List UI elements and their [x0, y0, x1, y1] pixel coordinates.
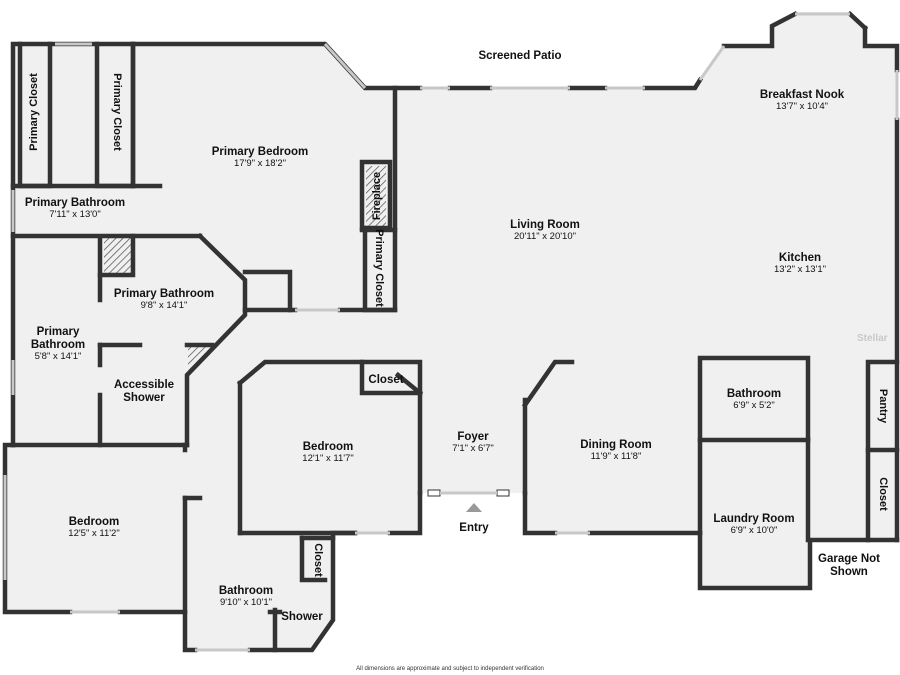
room-laundry-room: Laundry Room 6'9" x 10'0" [713, 513, 795, 537]
primary-closet-label-1: Primary Closet [28, 73, 40, 151]
disclaimer: All dimensions are approximate and subje… [356, 666, 544, 672]
room-accessible-shower: Accessible Shower [113, 379, 175, 405]
room-bedroom-left: Bedroom 12'5" x 11'2" [68, 516, 120, 540]
entry-door [427, 489, 510, 512]
room-kitchen: Kitchen 13'2" x 13'1" [773, 252, 827, 276]
room-bathroom-right: Bathroom 6'9" x 5'2" [726, 388, 782, 412]
room-primary-bedroom: Primary Bedroom 17'9" x 18'2" [211, 146, 309, 170]
primary-closet-label-3: Primary Closet [373, 229, 385, 307]
pantry-label: Pantry [877, 388, 889, 424]
closet-bedroom-label: Closet [368, 374, 404, 386]
walls [2, 10, 900, 653]
room-dining-room: Dining Room 11'9" x 11'8" [580, 439, 652, 463]
room-bathroom-bottom: Bathroom 9'10" x 10'1" [218, 585, 274, 609]
watermark: Stellar [857, 333, 888, 344]
closet-bath-label: Closet [312, 543, 324, 577]
room-primary-bathroom-top: Primary Bathroom 7'11" x 13'0" [24, 197, 126, 221]
floor-fill [5, 12, 897, 650]
windows [3, 12, 899, 652]
fireplace-label: Fireplace [371, 171, 383, 221]
room-screened-patio: Screened Patio [478, 50, 562, 62]
room-bedroom-center: Bedroom 12'1" x 11'7" [302, 441, 354, 465]
closet-right-label: Closet [877, 477, 889, 511]
room-primary-bathroom-mid: Primary Bathroom 9'8" x 14'1" [113, 288, 215, 312]
entry-arrow-icon [466, 503, 482, 512]
garage-note: Garage Not Shown [818, 553, 880, 579]
fireplace-hatch [366, 166, 386, 228]
room-breakfast-nook: Breakfast Nook 13'7" x 10'4" [759, 89, 845, 113]
room-shower: Shower [281, 611, 323, 623]
primary-closet-label-2: Primary Closet [111, 73, 123, 151]
room-living-room: Living Room 20'11" x 20'10" [510, 219, 580, 243]
room-foyer: Foyer 7'1" x 6'7" [452, 431, 494, 455]
room-primary-bathroom-left: Primary Bathroom 5'8" x 14'1" [30, 326, 86, 363]
entry-label: Entry [459, 522, 489, 534]
chase-hatch-1 [104, 238, 132, 273]
